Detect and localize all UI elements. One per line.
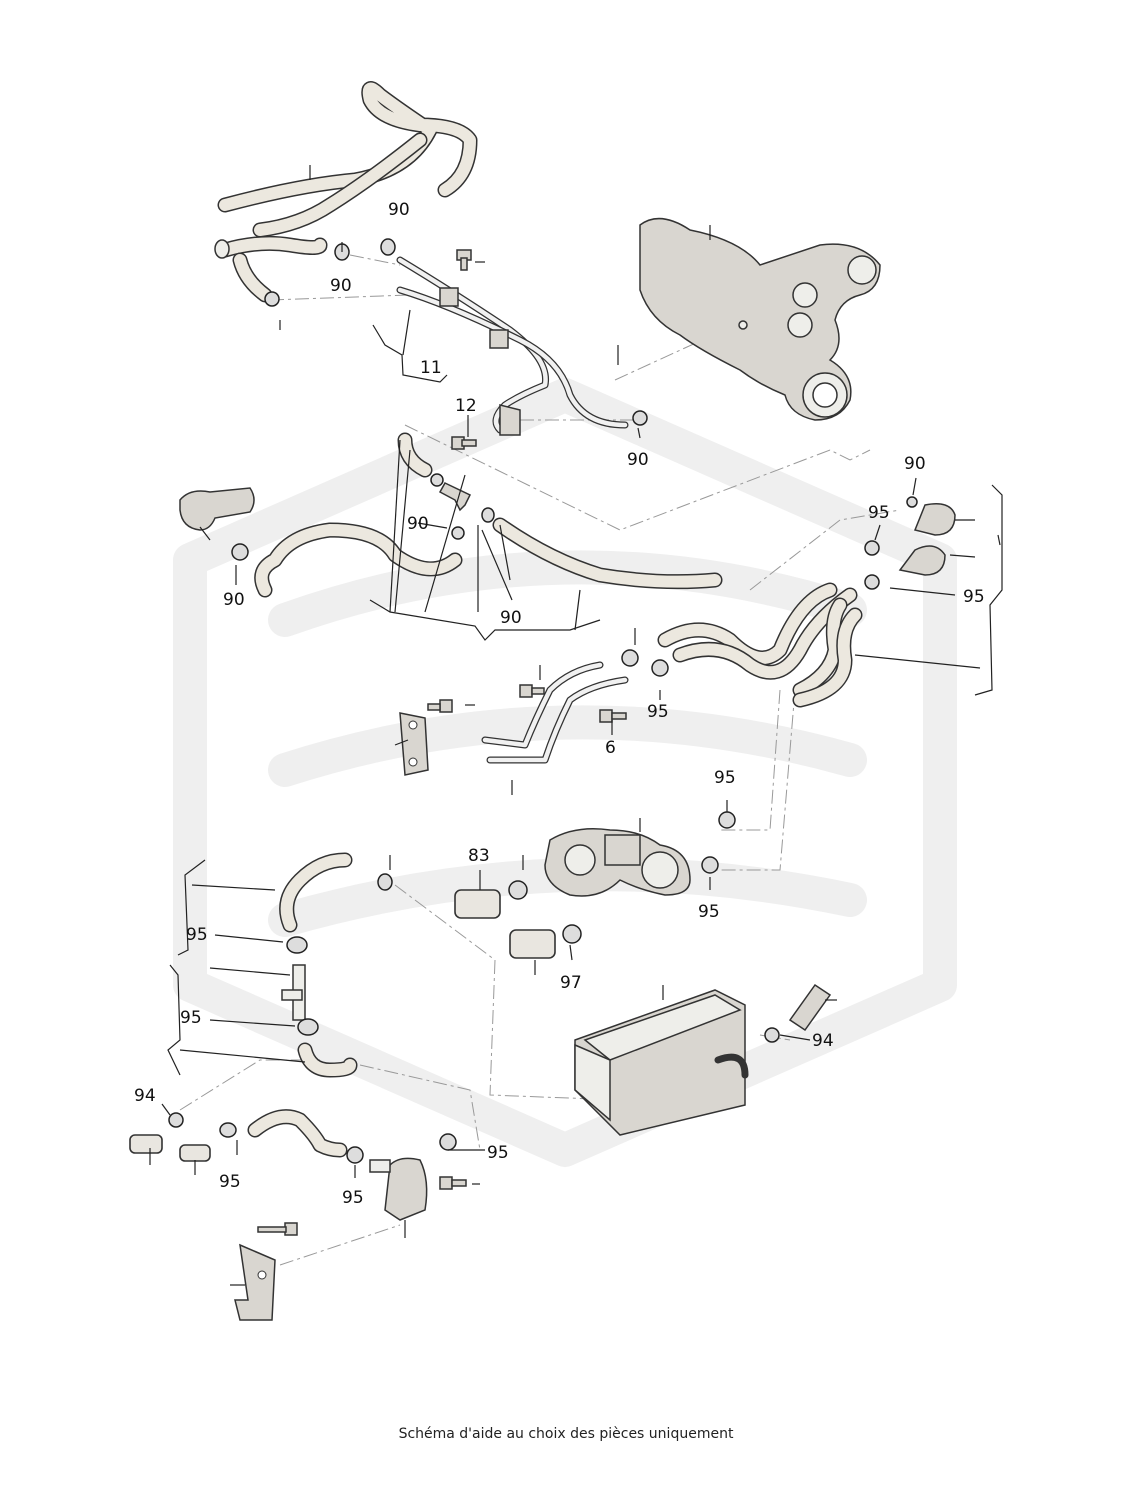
coolant-valve bbox=[369, 1157, 428, 1221]
heater-core bbox=[574, 989, 749, 1136]
callout-95-f: 95 bbox=[186, 925, 208, 945]
turbocharger bbox=[639, 217, 881, 421]
callout-95-b: 95 bbox=[963, 587, 985, 607]
callout-90-a: 90 bbox=[388, 200, 410, 220]
hose-clamps bbox=[168, 238, 918, 1164]
callout-95-a: 95 bbox=[868, 503, 890, 523]
short-hoses bbox=[129, 852, 832, 1162]
thermostat-housing bbox=[544, 828, 691, 897]
callout-90-g: 90 bbox=[500, 608, 522, 628]
watermark-logo bbox=[173, 378, 957, 1167]
callout-11: 11 bbox=[420, 358, 442, 378]
metal-pipe-assembly-lower bbox=[399, 661, 629, 776]
callout-95-e: 95 bbox=[698, 902, 720, 922]
metal-pipe-assembly-upper bbox=[396, 256, 629, 436]
middle-hoses bbox=[254, 432, 723, 598]
callout-90-c: 90 bbox=[627, 450, 649, 470]
tee-connector-left bbox=[179, 487, 255, 531]
parts-diagram: 90 90 11 12 90 90 90 90 90 95 95 95 6 95… bbox=[129, 81, 1003, 1321]
callout-95-h: 95 bbox=[487, 1143, 509, 1163]
callout-94-b: 94 bbox=[812, 1031, 834, 1051]
callout-labels: 90 90 11 12 90 90 90 90 90 95 95 95 6 95… bbox=[134, 200, 985, 1208]
callout-90-e: 90 bbox=[407, 514, 429, 534]
callout-83: 83 bbox=[468, 846, 490, 866]
diagram-caption: Schéma d'aide au choix des pièces unique… bbox=[398, 1426, 734, 1442]
callout-95-g: 95 bbox=[180, 1008, 202, 1028]
callout-95-d: 95 bbox=[714, 768, 736, 788]
callout-95-j: 95 bbox=[342, 1188, 364, 1208]
tee-fitting-lower bbox=[281, 964, 306, 1021]
callout-95-c: 95 bbox=[647, 702, 669, 722]
callout-90-d: 90 bbox=[904, 454, 926, 474]
callout-90-b: 90 bbox=[330, 276, 352, 296]
bolts bbox=[257, 249, 627, 1236]
callout-12: 12 bbox=[455, 396, 477, 416]
callout-95-i: 95 bbox=[219, 1172, 241, 1192]
mounting-bracket bbox=[234, 1243, 276, 1321]
callout-90-f: 90 bbox=[223, 590, 245, 610]
leader-lines bbox=[149, 165, 1003, 1286]
callout-97: 97 bbox=[560, 973, 582, 993]
right-hose-cluster bbox=[657, 503, 956, 708]
callout-94-a: 94 bbox=[134, 1086, 156, 1106]
callout-6: 6 bbox=[605, 738, 616, 758]
upper-hose-bundle bbox=[214, 81, 478, 303]
